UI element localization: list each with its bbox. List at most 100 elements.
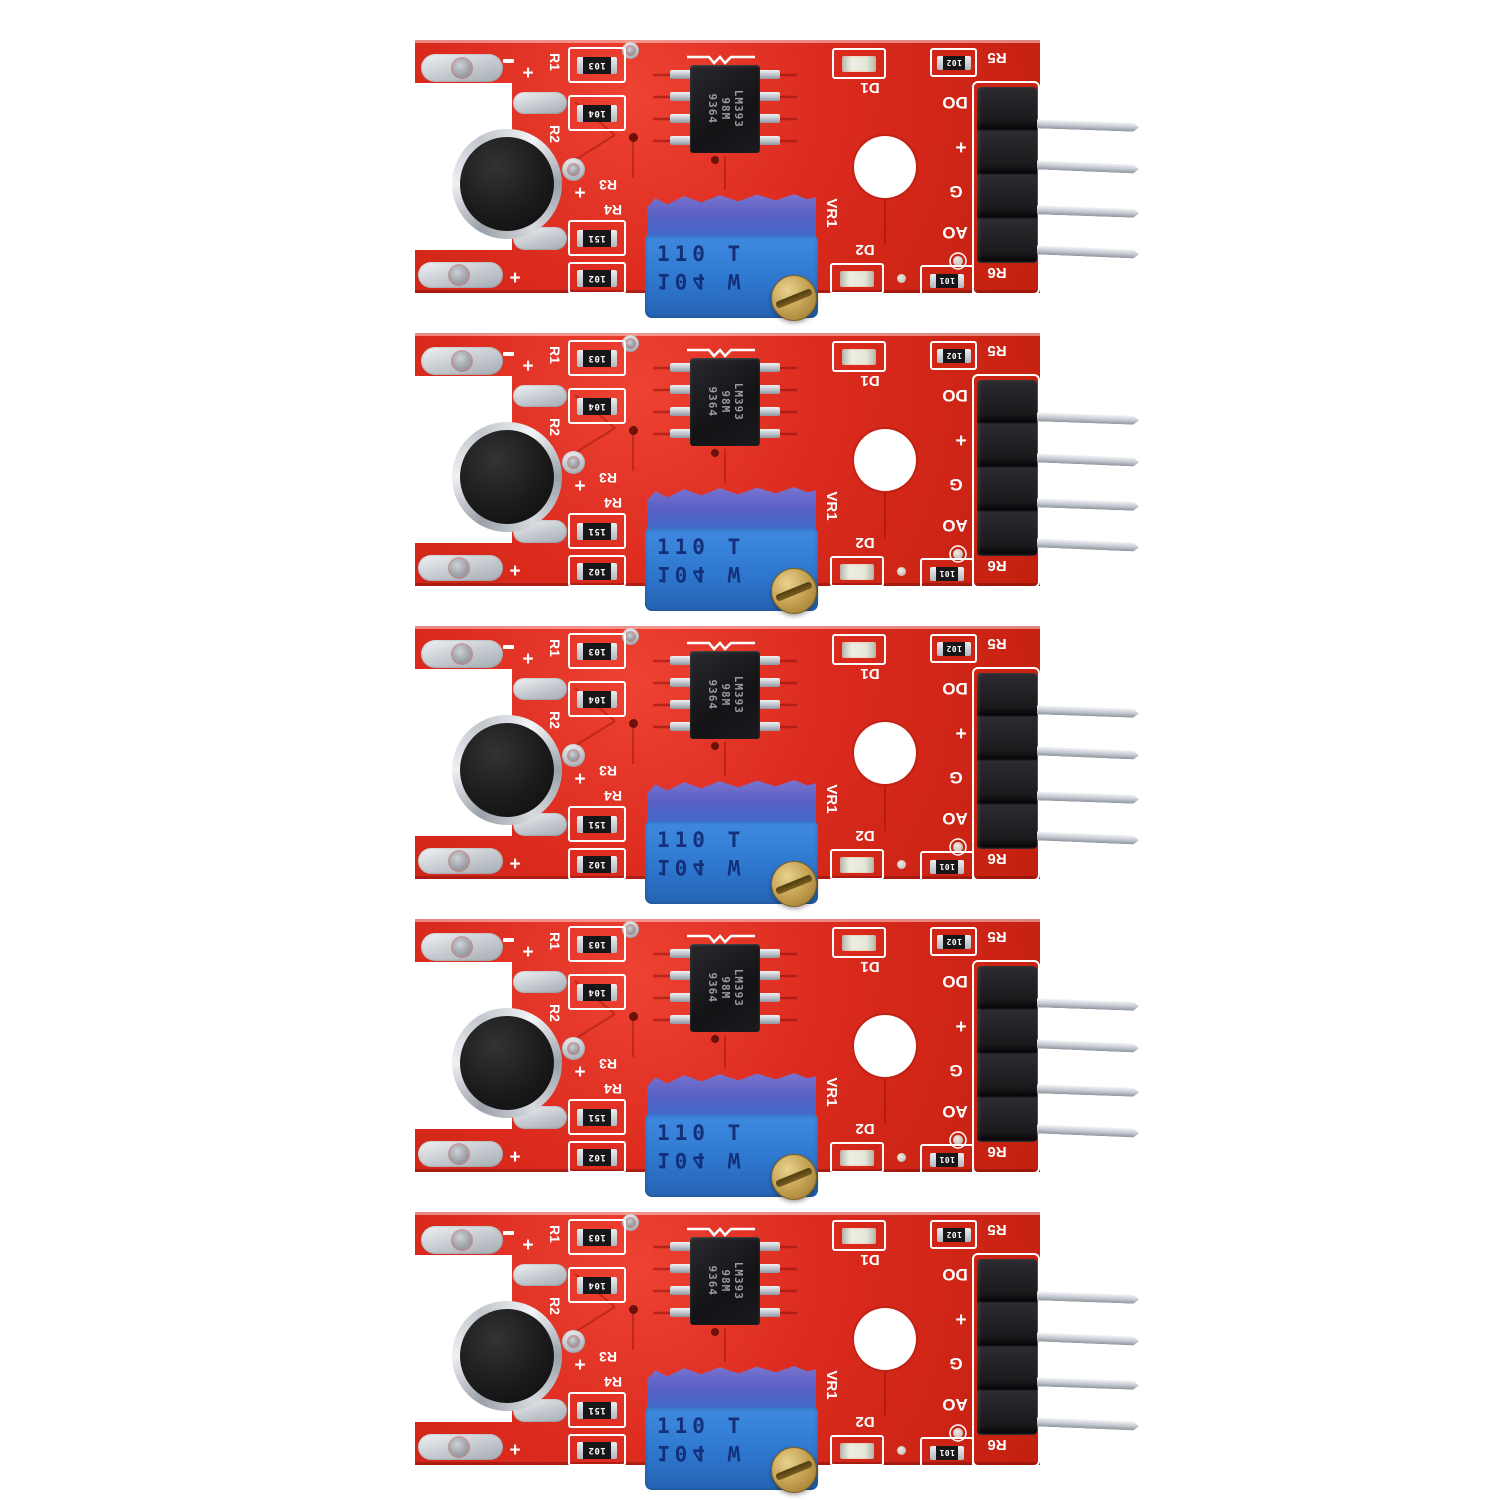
header-silkscreen-outline — [972, 960, 1040, 1174]
round-pad — [622, 628, 639, 645]
pad-hole — [569, 165, 578, 174]
smd-led-d2 — [840, 1442, 874, 1459]
label-d2: D2 — [855, 1413, 875, 1431]
pin-header-housing — [977, 673, 1037, 849]
pad-hole — [453, 938, 471, 956]
via — [897, 274, 906, 283]
via — [953, 842, 963, 852]
label-d2: D2 — [855, 534, 875, 552]
resistor-r3-outline: 151 — [568, 1392, 626, 1428]
trimmer-adjust-screw — [771, 568, 817, 614]
trimmer-adjust-screw — [771, 861, 817, 907]
header-pin-ao — [1027, 245, 1139, 259]
label-r5: R5 — [987, 342, 1007, 360]
led-d1-outline — [832, 341, 886, 372]
pin-label-plus: + — [955, 136, 967, 158]
ic-pin — [670, 136, 692, 145]
round-pad — [562, 158, 585, 181]
smd-led-d2 — [840, 1149, 874, 1166]
smd-resistor-r1: 103 — [577, 349, 617, 367]
ic-pin — [758, 993, 780, 1002]
header-pin-plus — [1027, 160, 1139, 174]
mic-solder-pad — [513, 385, 567, 407]
label-r5: R5 — [987, 635, 1007, 653]
trimmer-marking-line1: 110 T — [657, 828, 746, 852]
pin-label-plus: + — [955, 1308, 967, 1330]
via — [953, 1428, 963, 1438]
ic-pin — [670, 1242, 692, 1251]
screw-slot — [775, 1166, 813, 1188]
plus-polarity-mark: + — [574, 475, 586, 497]
smd-resistor-r2: 104 — [577, 983, 617, 1001]
smd-resistor-r3: 151 — [577, 229, 617, 247]
ic-pin — [670, 971, 692, 980]
header-pin-ao — [1027, 1124, 1139, 1138]
via — [897, 1153, 906, 1162]
electret-microphone — [460, 723, 554, 817]
ic-pin — [670, 429, 692, 438]
label-vr1: VR1 — [823, 1370, 841, 1400]
resistor-r4-outline: 102 — [568, 1141, 626, 1173]
via — [711, 1035, 719, 1043]
lm393-comparator-ic: LM393 98M 9364 — [690, 944, 760, 1032]
led-d1-outline — [832, 927, 886, 958]
header-pin-g — [1027, 1377, 1139, 1390]
trimmer-adjust-screw — [771, 275, 817, 321]
via — [953, 549, 963, 559]
resistor-r2-outline: 104 — [568, 388, 626, 424]
resistor-r4-outline: 102 — [568, 848, 626, 880]
ic-pin — [670, 700, 692, 709]
pin-label-plus: + — [955, 722, 967, 744]
ic-pin — [670, 114, 692, 123]
plus-polarity-mark: + — [522, 648, 534, 670]
smd-resistor-r2: 104 — [577, 397, 617, 415]
plus-polarity-mark: + — [574, 1061, 586, 1083]
pad-hole — [627, 340, 634, 347]
via — [629, 1305, 638, 1314]
label-vr1: VR1 — [823, 1077, 841, 1107]
pin-label-g: G — [949, 182, 963, 202]
smd-resistor-r5: 102 — [936, 1227, 971, 1242]
plus-polarity-mark: + — [574, 1354, 586, 1376]
ic-pin — [670, 1286, 692, 1295]
round-pad — [622, 921, 639, 938]
smd-resistor-r6: 101 — [930, 1445, 964, 1460]
header-pin-plus — [1027, 1332, 1139, 1346]
header-pin-plus — [1027, 746, 1139, 760]
edge-slot-pad — [421, 54, 503, 82]
led-d1-outline — [832, 1220, 886, 1251]
resistor-r6-outline: 101 — [920, 558, 974, 589]
smd-resistor-r1: 103 — [577, 1228, 617, 1246]
resistor-r5-outline: 102 — [930, 634, 977, 663]
pin-label-g: G — [949, 1354, 963, 1374]
ic-pin — [758, 678, 780, 687]
pin-header-housing — [977, 87, 1037, 263]
led-d2-outline — [830, 556, 884, 587]
header-pin-ao — [1027, 1417, 1139, 1431]
plus-polarity-mark: + — [509, 853, 521, 875]
ic-pin — [670, 1264, 692, 1273]
label-vr1: VR1 — [823, 784, 841, 814]
pad-hole — [450, 1438, 468, 1456]
smd-resistor-r6: 101 — [930, 859, 964, 874]
trimmer-marking-line1: 110 T — [657, 1414, 746, 1438]
smd-resistor-r5: 102 — [936, 934, 971, 949]
round-pad — [562, 451, 585, 474]
ic-pin — [670, 678, 692, 687]
pad-hole — [453, 352, 471, 370]
electret-microphone — [460, 1309, 554, 1403]
label-r4: R4 — [604, 495, 622, 511]
pad-hole — [450, 266, 468, 284]
via — [953, 256, 963, 266]
ic-pin — [758, 1015, 780, 1024]
trimmer-adjust-screw — [771, 1154, 817, 1200]
ic-marking: LM393 98M 9364 — [705, 968, 745, 1008]
mic-solder-pad — [513, 971, 567, 993]
ic-pin — [758, 971, 780, 980]
lm393-comparator-ic: LM393 98M 9364 — [690, 65, 760, 153]
sound-sensor-module: + + + R1 R2 R3 R4 R5 R6 D1 D2 VR1 DO + G… — [415, 40, 1145, 340]
smd-resistor-r2: 104 — [577, 690, 617, 708]
round-pad — [562, 1330, 585, 1353]
smd-resistor-r1: 103 — [577, 642, 617, 660]
smd-led-d1 — [842, 55, 876, 72]
